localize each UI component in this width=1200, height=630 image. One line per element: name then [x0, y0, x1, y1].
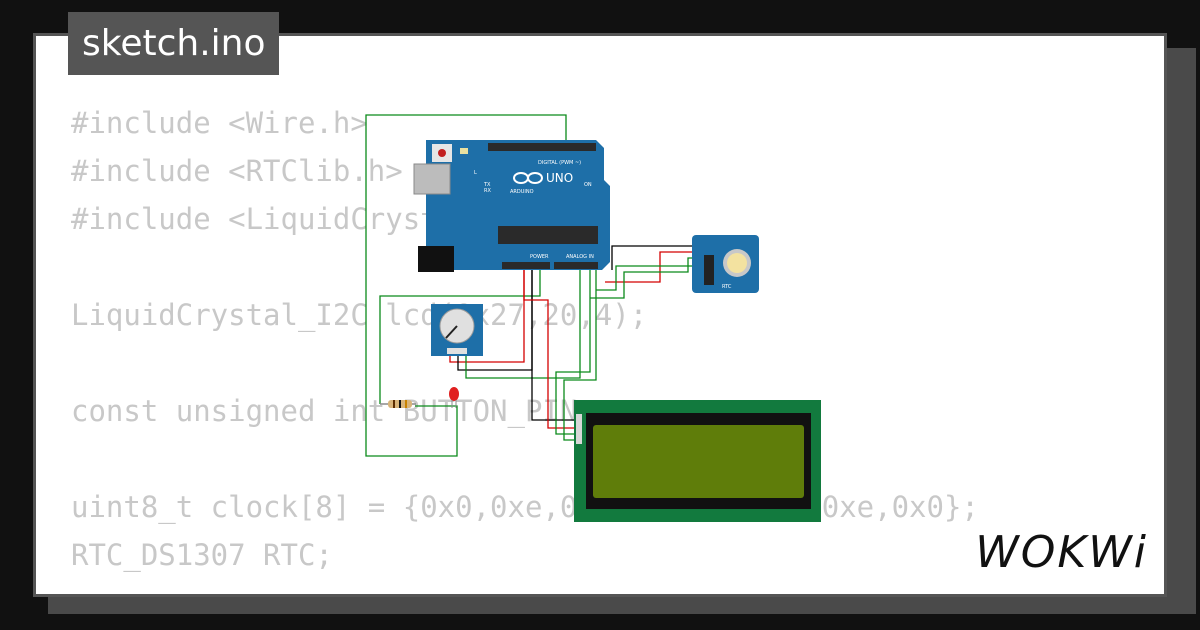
wokwi-logo[interactable]: WOKWi: [975, 527, 1148, 578]
board-name: UNO: [546, 171, 573, 185]
lcd-i2c-pins: [576, 414, 582, 444]
digital-label: DIGITAL (PWM ~): [538, 160, 581, 166]
arduino-uno[interactable]: DIGITAL (PWM ~) L TX RX ON UNO ARDUINO P…: [413, 140, 610, 272]
power-header: [502, 262, 550, 269]
wire-lcd-gnd: [531, 270, 578, 421]
rtc-chip: [704, 255, 714, 285]
arduino-logo-icon: [513, 172, 543, 184]
wire-lcd-sda: [555, 270, 591, 435]
wire-resistor: [379, 270, 541, 404]
code-line: LiquidCrystal_I2C lcd(0x27,20,4);: [71, 298, 648, 332]
atmega-chip: [498, 226, 598, 244]
resistor-icon[interactable]: [380, 400, 416, 408]
rtc-label: RTC: [722, 284, 732, 290]
lcd-screen: [593, 425, 804, 498]
reset-button-cap: [438, 149, 446, 157]
pot-pointer: [445, 325, 458, 339]
wire-pot-signal: [465, 270, 581, 379]
wire-led: [365, 114, 567, 457]
lcd-display-icon[interactable]: [574, 400, 821, 522]
wire-rtc-scl: [590, 257, 694, 299]
code-line: #include <Wire.h>: [71, 106, 368, 140]
analog-label: ANALOG IN: [566, 254, 594, 260]
rtc-module-icon[interactable]: RTC: [692, 235, 759, 293]
wire-rtc-sda: [596, 265, 694, 291]
board-vendor: ARDUINO: [510, 189, 534, 195]
on-label: ON: [584, 182, 592, 188]
wire-rtc-vcc: [605, 251, 694, 283]
wire-rtc-gnd: [611, 245, 694, 270]
wire-pot-vcc: [449, 270, 525, 363]
preview-card[interactable]: #include <Wire.h> #include <RTClib.h> #i…: [33, 33, 1167, 597]
sketch-title-tab[interactable]: sketch.ino: [68, 12, 280, 75]
led-icon[interactable]: [449, 387, 459, 408]
power-jack-icon: [418, 246, 454, 272]
code-line: #include <RTClib.h>: [71, 154, 403, 188]
analog-header: [554, 262, 598, 269]
rtc-battery-icon: [727, 253, 747, 273]
wire-lcd-vcc: [523, 270, 578, 429]
wire-lcd-scl: [563, 270, 597, 441]
digital-header: [488, 143, 596, 151]
wires: [365, 114, 694, 457]
tx-label: TX: [483, 182, 491, 188]
rx-label: RX: [484, 188, 491, 194]
pot-pins: [447, 348, 467, 354]
potentiometer-icon[interactable]: [431, 304, 483, 356]
code-line: RTC_DS1307 RTC;: [71, 538, 333, 572]
led-l-icon: [460, 148, 468, 154]
power-label: POWER: [530, 254, 549, 260]
l-label: L: [474, 170, 477, 176]
usb-port-icon: [413, 163, 451, 195]
